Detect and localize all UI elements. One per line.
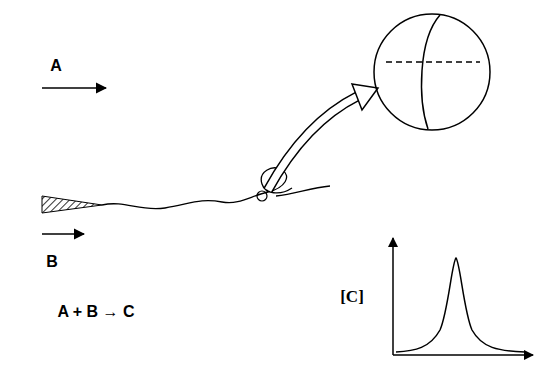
stream-label: B bbox=[46, 254, 58, 270]
splitter-plate bbox=[42, 196, 102, 213]
dashed-line bbox=[386, 61, 480, 63]
concentration-curve bbox=[396, 258, 525, 352]
magnified-view bbox=[374, 14, 490, 130]
interface-curve bbox=[422, 15, 440, 129]
axis bbox=[392, 238, 394, 355]
zoom-spot bbox=[257, 191, 267, 201]
stream-arrow bbox=[42, 233, 84, 235]
zoom-arrowhead bbox=[352, 84, 378, 110]
zoom-arrow bbox=[268, 96, 358, 190]
axis bbox=[393, 354, 533, 356]
stream-label: A bbox=[50, 58, 62, 74]
interface-line bbox=[102, 168, 292, 209]
interface-line bbox=[276, 186, 330, 196]
reaction-equation: A + B → C bbox=[57, 304, 134, 320]
stream-arrow bbox=[42, 87, 106, 89]
zoom-arrow bbox=[268, 96, 358, 190]
axis-label: [C] bbox=[340, 288, 364, 305]
